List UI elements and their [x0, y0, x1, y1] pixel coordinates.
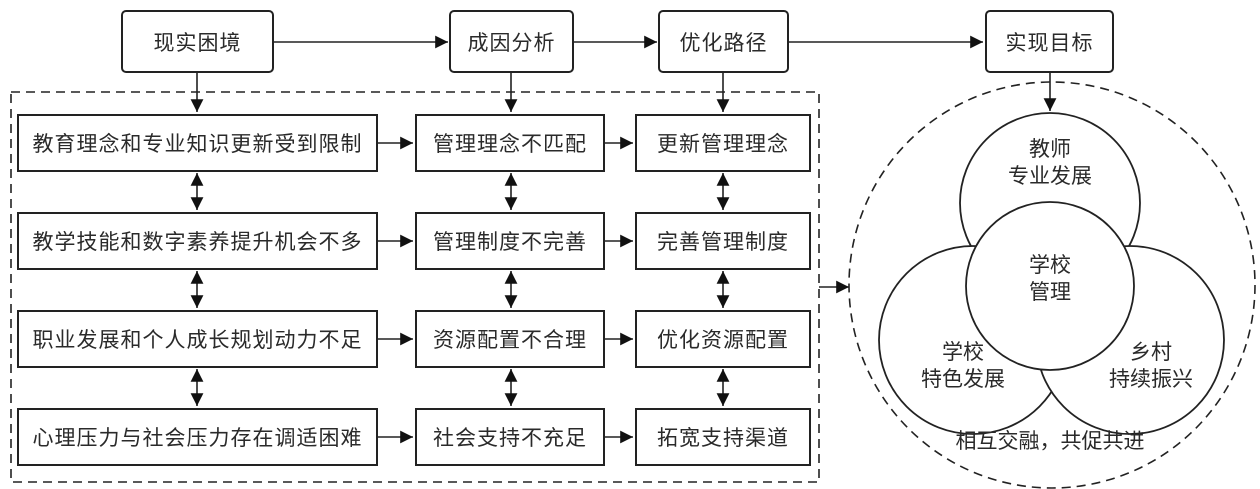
label-featured-line1: 学校 [942, 340, 984, 364]
label-rural-line1: 乡村 [1130, 340, 1172, 364]
row-arrows-middle-to-right [604, 136, 633, 444]
stage-box-reality-dilemma: 现实困境 [121, 10, 274, 73]
cause-box-4: 社会支持不充足 [415, 408, 605, 466]
label-school-management: 学校 管理 [990, 252, 1110, 306]
label-rural-revitalization: 乡村 持续振兴 [1091, 339, 1211, 393]
goals-dashed-circle [848, 81, 1256, 489]
label-school-featured-development: 学校 特色发展 [903, 339, 1023, 393]
cause-box-1: 管理理念不匹配 [415, 114, 605, 172]
label-teacher-line2: 专业发展 [1008, 164, 1092, 188]
circle-school-management [965, 201, 1135, 371]
label-featured-line2: 特色发展 [921, 367, 1005, 391]
label-teacher-line1: 教师 [1029, 137, 1071, 161]
stage-box-goal: 实现目标 [985, 10, 1114, 73]
dilemma-box-3: 职业发展和个人成长规划动力不足 [17, 310, 378, 368]
label-rural-line2: 持续振兴 [1109, 367, 1193, 391]
path-box-1: 更新管理理念 [635, 114, 811, 172]
cause-box-2: 管理制度不完善 [415, 212, 605, 270]
label-management-line2: 管理 [1029, 280, 1071, 304]
label-teacher-development: 教师 专业发展 [990, 136, 1110, 190]
cause-box-3: 资源配置不合理 [415, 310, 605, 368]
goals-caption: 相互交融，共促共进 [955, 429, 1145, 453]
stage-box-cause-analysis: 成因分析 [449, 10, 574, 73]
row-arrows-left-to-middle [377, 136, 413, 444]
dilemma-box-1: 教育理念和专业知识更新受到限制 [17, 114, 378, 172]
label-management-line1: 学校 [1029, 253, 1071, 277]
stage-box-optimization-path: 优化路径 [658, 10, 789, 73]
path-box-3: 优化资源配置 [635, 310, 811, 368]
dilemma-box-2: 教学技能和数字素养提升机会不多 [17, 212, 378, 270]
path-box-4: 拓宽支持渠道 [635, 408, 811, 466]
dilemma-box-4: 心理压力与社会压力存在调适困难 [17, 408, 378, 466]
path-box-2: 完善管理制度 [635, 212, 811, 270]
